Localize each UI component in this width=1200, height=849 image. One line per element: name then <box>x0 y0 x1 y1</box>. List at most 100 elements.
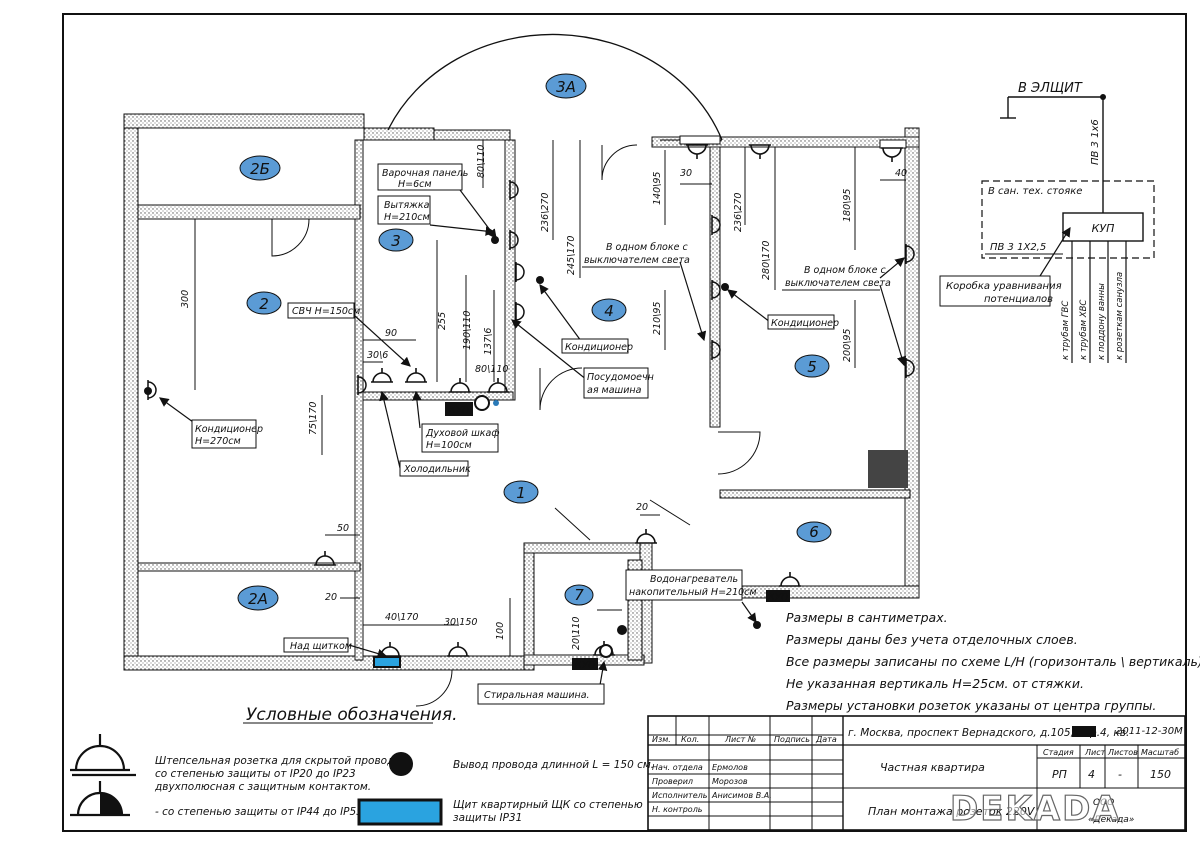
hood-label: Вытяжка <box>384 200 430 211</box>
riser-title: В ЭЛЩИТ <box>1018 81 1083 96</box>
stamp-r2-role: Проверил <box>652 777 693 786</box>
room-2-label: 2 <box>259 295 269 313</box>
legend-socket-2: со степенью защиты от IP20 до IP23 <box>155 768 356 780</box>
kup-label-1: КУП <box>449 405 470 416</box>
stamp-r3-name: Анисимов В.А. <box>711 791 772 800</box>
dim-100: 100 <box>495 622 506 640</box>
riser-tap-3: к поддону ванны <box>1097 283 1107 360</box>
stamp-sheets: - <box>1118 768 1122 781</box>
dim-245-170: 245\170 <box>566 236 577 275</box>
legend-title: Условные обозначения. <box>246 705 458 725</box>
kup-label-2: КУП <box>768 592 789 603</box>
stamp-h-list: Лист № <box>724 735 756 744</box>
riser-tap-1: к трубам ГВС <box>1061 301 1071 360</box>
dim-50: 50 <box>337 523 349 534</box>
dim-255: 255 <box>437 312 448 330</box>
stamp-stage: РП <box>1052 768 1067 781</box>
stamp-address: г. Москва, проспект Вернадского, д.105, … <box>848 727 1129 739</box>
note-3: Все размеры записаны по схеме L/H (гориз… <box>786 654 1200 669</box>
cooktop-height: Н=6см <box>398 179 432 190</box>
legend-panel-1: Щит квартирный ЩК со степенью <box>453 799 643 811</box>
stamp-date: 2011-12-30М <box>1116 726 1183 737</box>
stamp-company: ООО <box>1093 798 1114 808</box>
dim-75-170: 75\170 <box>308 402 319 435</box>
dim-210-95: 210\95 <box>652 302 663 335</box>
dim-40-170: 40\170 <box>385 612 418 623</box>
stamp-h-data: Дата <box>815 735 837 744</box>
riser-cable-top: ПВ 3 1х6 <box>1090 119 1101 165</box>
legend-socket-3: двухполюсная с защитным контактом. <box>154 781 371 793</box>
riser-schematic: В ЭЛЩИТ ПВ 3 1х6 В сан. тех. стояке КУП … <box>939 81 1155 363</box>
legend-panel-2: защиты IP31 <box>453 812 522 824</box>
ac-room5-label: Кондиционер <box>771 318 839 329</box>
dim-80-110-low: 80\110 <box>475 364 508 375</box>
dim-90: 90 <box>385 328 397 339</box>
stamp-h-sheets: Листов <box>1107 748 1138 757</box>
washing-machine-label: Стиральная машина. <box>484 690 590 701</box>
kup-main-label: КУП <box>1092 222 1115 235</box>
dim-30-150: 30\150 <box>444 617 477 628</box>
room-7-label: 7 <box>574 586 584 604</box>
note-1: Размеры в сантиметрах. <box>786 610 948 625</box>
stamp-drawing: План монтажа розеток 220V <box>868 805 1036 818</box>
dim-30: 30 <box>680 168 692 179</box>
cooktop-label: Варочная панель <box>382 168 468 179</box>
room-6-label: 6 <box>809 523 819 541</box>
fridge-label: Холодильник <box>403 464 471 475</box>
stamp-h-izm: Изм. <box>652 735 671 744</box>
dim-137-6: 137\6 <box>483 328 494 355</box>
stamp-r3-role: Исполнитель <box>652 791 708 800</box>
dim-180-95: 180\95 <box>842 189 853 222</box>
room-2b-label: 2Б <box>250 160 270 178</box>
stamp-r1-name: Ермолов <box>712 763 748 772</box>
hood-height: Н=210см <box>384 212 430 223</box>
callout-leaders <box>159 189 907 686</box>
block-switch-b-2: выключателем света <box>785 278 891 289</box>
riser-tap-2: к трубам ХВС <box>1079 300 1089 360</box>
block-switch-a-2: выключателем света <box>584 255 690 266</box>
dim-80-110-top: 80\110 <box>476 145 487 178</box>
room-1-label: 1 <box>516 484 526 502</box>
stamp-object: Частная квартира <box>880 761 985 774</box>
dim-300: 300 <box>180 290 191 308</box>
ac-left-height: Н=270см <box>195 436 241 447</box>
note-2: Размеры даны без учета отделочных слоев. <box>786 632 1078 647</box>
room-4-label: 4 <box>604 302 614 320</box>
note-5: Размеры установки розеток указаны от цен… <box>786 698 1157 713</box>
dim-200-95: 200\95 <box>842 329 853 362</box>
legend: Условные обозначения. Штепсельная розетк… <box>70 705 654 826</box>
stamp-r2-name: Морозов <box>712 777 748 786</box>
dim-236-270-b: 236\270 <box>733 193 744 232</box>
microwave-label: СВЧ Н=150см <box>292 306 360 317</box>
room-5-label: 5 <box>807 358 817 376</box>
dim-190-110: 190\110 <box>462 311 473 350</box>
stamp-h-kol: Кол. <box>681 735 699 744</box>
ac-room4-label: Кондиционер <box>565 342 633 353</box>
water-heater-label-1: Водонагреватель <box>650 574 738 585</box>
stamp-r1-role: Нач. отдела <box>652 763 703 772</box>
room-3-label: 3 <box>391 232 401 250</box>
room-2a-label: 2А <box>248 590 268 608</box>
kup-boxes: КУП КУП КУП <box>373 395 790 671</box>
riser-cable-box: ПВ 3 1Х2,5 <box>990 242 1046 253</box>
oven-label: Духовой шкаф <box>425 428 499 439</box>
dim-20-right: 20 <box>636 502 648 513</box>
stamp-company-2: «Декада» <box>1088 815 1134 825</box>
riser-box-label: В сан. тех. стояке <box>988 186 1082 197</box>
callout-boxes: Варочная панель Н=6см Вытяжка Н=210см СВ… <box>191 163 891 705</box>
over-panel-label: Над щитком <box>290 641 352 652</box>
note-4: Не указанная вертикаль Н=25см. от стяжки… <box>786 676 1084 691</box>
dishwasher-label-1: Посудомоечн <box>587 372 654 383</box>
kup-label-3: КУП <box>575 660 596 671</box>
walls <box>123 113 920 671</box>
title-block-text: г. Москва, проспект Вернадского, д.105, … <box>652 726 1183 830</box>
block-switch-a-1: В одном блоке с <box>606 242 688 253</box>
dim-20-110: 20\110 <box>571 617 582 650</box>
stamp-h-stage: Стадия <box>1043 748 1074 757</box>
dim-280-170: 280\170 <box>761 241 772 280</box>
dim-140-95: 140\95 <box>652 172 663 205</box>
stamp-h-sheet: Лист <box>1084 748 1106 757</box>
dim-20-left: 20 <box>325 592 337 603</box>
oven-height: Н=100см <box>426 440 472 451</box>
